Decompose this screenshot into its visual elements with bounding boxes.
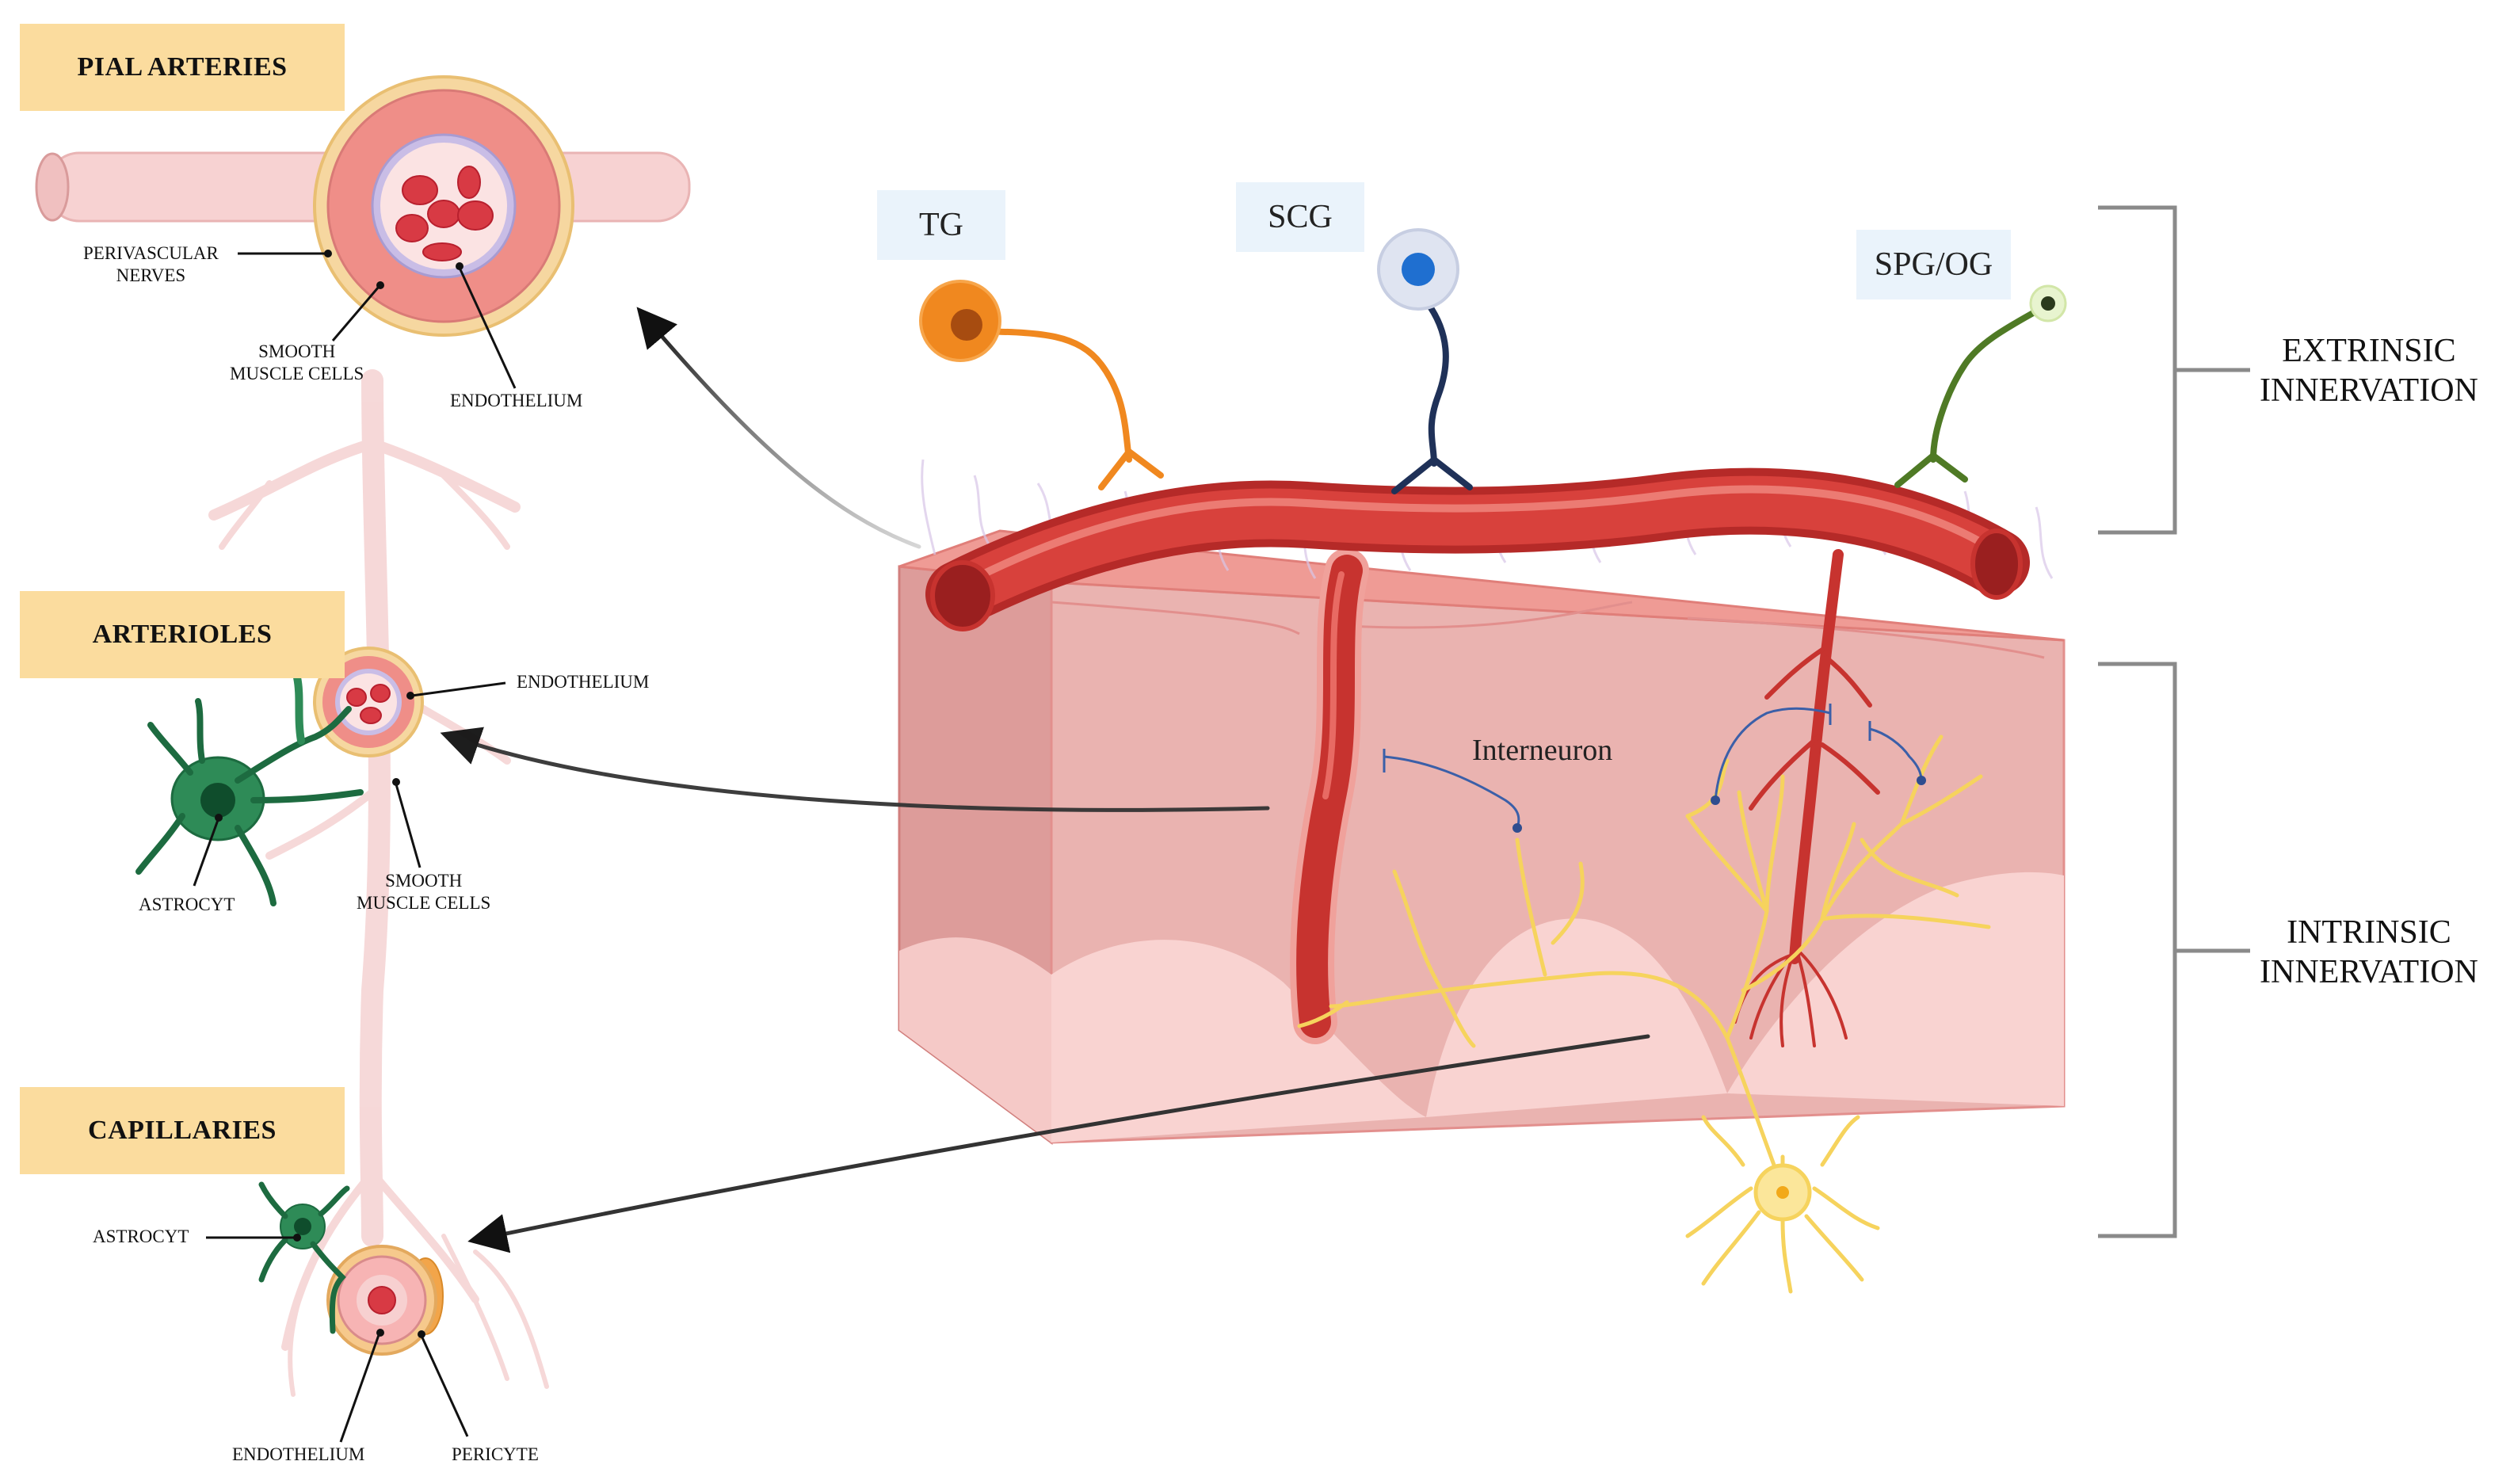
ganglion-label-tg: TG (877, 190, 1005, 260)
capillary-cross-section (326, 1245, 444, 1356)
spg-og-neuron (1894, 284, 2067, 488)
callout-pial-endothelium: ENDOTHELIUM (450, 391, 583, 410)
interneuron-projections (1383, 704, 1923, 829)
interneuron-label: Interneuron (1472, 734, 1613, 767)
pyramidal-neuron (1297, 734, 1991, 1191)
scg-neuron (1377, 228, 1473, 494)
extrinsic-innervation-label: EXTRINSIC INNERVATION (2260, 333, 2478, 409)
arrows (440, 307, 1650, 1253)
arrow-to-pial-arteries (636, 307, 921, 549)
callout-arterioles-astrocyte: ASTROCYT (139, 895, 235, 914)
surface-pial-artery (925, 467, 2030, 628)
section-title-arterioles: ARTERIOLES (20, 591, 345, 678)
arrow-to-capillaries (467, 1034, 1650, 1253)
callout-leaders (193, 250, 517, 1443)
arrow-to-arterioles (440, 727, 1270, 812)
astrocyte-arterioles (135, 673, 364, 906)
section-title-capillaries: CAPILLARIES (20, 1087, 345, 1174)
callout-perivascular-nerves: PERIVASCULAR NERVES (83, 243, 219, 285)
pial-artery-open-ends (930, 528, 2023, 631)
ganglion-label-spg-og: SPG/OG (1856, 230, 2011, 299)
ganglion-label-scg: SCG (1236, 182, 1364, 252)
bracket-intrinsic (2098, 662, 2250, 1238)
neuron-soma (1685, 1115, 1880, 1294)
interneuron-terminals (1512, 776, 1926, 833)
tg-neuron (919, 280, 1164, 490)
bracket-extrinsic (2098, 205, 2250, 535)
callout-capillaries-pericyte: PERICYTE (452, 1444, 539, 1464)
callout-capillaries-astrocyte: ASTROCYT (93, 1226, 189, 1246)
callout-capillaries-endothelium: ENDOTHELIUM (232, 1444, 365, 1464)
intrinsic-innervation-label: INTRINSIC INNERVATION (2260, 914, 2478, 990)
astrocyte-capillaries (258, 1181, 350, 1334)
pial-artery-cross-section (313, 75, 574, 337)
penetrating-arteriole (1290, 548, 1369, 1044)
section-title-pial-arteries: PIAL ARTERIES (20, 24, 345, 111)
callout-arterioles-endothelium: ENDOTHELIUM (517, 672, 650, 692)
callout-pial-smooth-muscle: SMOOTH MUSCLE CELLS (230, 341, 364, 383)
callout-arterioles-smooth-muscle: SMOOTH MUSCLE CELLS (357, 871, 491, 913)
